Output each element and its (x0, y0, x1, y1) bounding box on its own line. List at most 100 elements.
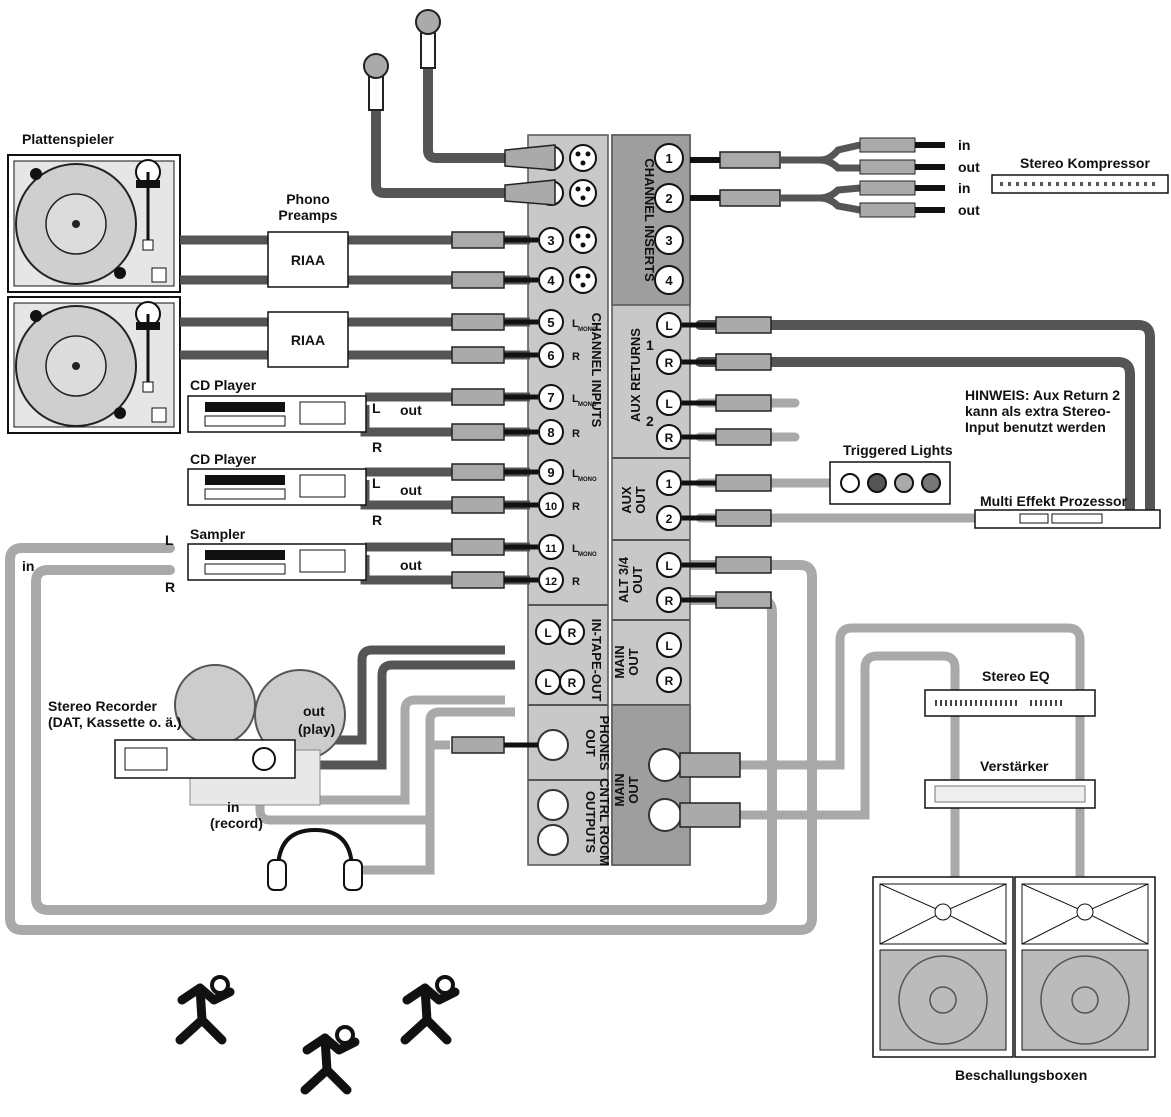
cd1-out: out (400, 402, 422, 418)
plug (451, 388, 505, 406)
jack-label: R (568, 676, 577, 690)
plug (719, 151, 781, 169)
input-side: L (572, 468, 579, 480)
riaa-label-1: RIAA (291, 252, 325, 268)
mono-label: MONO (578, 402, 597, 408)
main-out-jack[interactable]: R (656, 667, 682, 693)
dancer-icon (300, 1025, 360, 1095)
input-number: 8 (547, 425, 554, 440)
aux-return-jack[interactable]: R (656, 349, 682, 375)
jack-label: 1 (666, 477, 673, 491)
speakers (872, 876, 1156, 1058)
input-number: 9 (547, 465, 554, 480)
input-side: L (572, 543, 579, 555)
stereo-kompressor: in out in out Stereo Kompressor (690, 137, 1169, 218)
input-number: 3 (547, 233, 554, 248)
turntable-1 (7, 154, 181, 293)
aux-out-jack[interactable]: 2 (656, 505, 682, 531)
turntable-2 (7, 296, 181, 434)
label-main-out-big: MAINOUT (612, 773, 641, 806)
plug (679, 802, 741, 828)
plug (451, 271, 505, 289)
input-number: 7 (547, 390, 554, 405)
insert-number: 4 (665, 273, 673, 288)
tape-out-jack[interactable]: L (535, 669, 561, 695)
alt-out-jack[interactable]: L (656, 552, 682, 578)
input-number: 6 (547, 348, 554, 363)
aux-return-jack[interactable]: L (656, 312, 682, 338)
aux-out-jack[interactable]: 1 (656, 470, 682, 496)
plug (451, 463, 505, 481)
sampler-r: R (165, 579, 175, 595)
input-number: 12 (545, 576, 557, 588)
tape-in-jack[interactable]: R (559, 619, 585, 645)
channel-input-3[interactable]: 3 (538, 226, 597, 254)
jack-label: L (665, 397, 672, 411)
insert-jack-2[interactable]: 2 (654, 183, 684, 213)
plug (451, 538, 505, 556)
dancer-icon (400, 975, 460, 1045)
main-out-xlr-l[interactable] (648, 748, 682, 782)
input-side: L (572, 393, 579, 405)
input-number: 4 (547, 273, 555, 288)
input-side: L (572, 318, 579, 330)
jack-label: L (665, 319, 672, 333)
mono-label: MONO (578, 477, 597, 483)
triggered-lights: Triggered Lights (829, 442, 953, 505)
tape-out-jack[interactable]: R (559, 669, 585, 695)
plug (451, 736, 505, 754)
plug (715, 316, 772, 334)
input-side: R (572, 428, 580, 440)
mixer-panel: CHANNEL INPUTS CHANNEL INSERTS AUX RETUR… (527, 134, 691, 866)
mono-label: MONO (578, 327, 597, 333)
label-aux-ret-2: 2 (646, 413, 654, 429)
insert-jack-1[interactable]: 1 (654, 143, 684, 173)
phones-jack[interactable] (537, 729, 569, 761)
label-ctrl-room: CNTRL ROOMOUTPUTS (583, 778, 612, 866)
turntables: Plattenspieler (7, 131, 181, 434)
microphones (363, 9, 556, 206)
rack-devices: CD Player L out R CD Player L out R Samp… (22, 377, 422, 595)
rec-out-label: out(play) (298, 703, 335, 737)
xlr-jack[interactable] (569, 266, 597, 294)
ctrl-room-jack-r[interactable] (537, 824, 569, 856)
tape-in-jack[interactable]: L (535, 619, 561, 645)
alt-out-jack[interactable]: R (656, 587, 682, 613)
insert-number: 1 (665, 151, 672, 166)
insert-jack-4[interactable]: 4 (654, 265, 684, 295)
xlr-jack[interactable] (569, 226, 597, 254)
stereo-kompressor-label: Stereo Kompressor (1020, 155, 1150, 171)
insert-jack-3[interactable]: 3 (654, 225, 684, 255)
plug (715, 556, 772, 574)
input-number: 10 (545, 501, 557, 513)
cable-plugs (451, 151, 781, 828)
label-aux-returns: AUX RETURNS (628, 328, 643, 422)
ctrl-room-jack-l[interactable] (537, 789, 569, 821)
cd-player-1-label: CD Player (190, 377, 257, 393)
input-number: 11 (545, 543, 557, 555)
aux-return-jack[interactable]: L (656, 390, 682, 416)
main-out-xlr-r[interactable] (648, 798, 682, 832)
channel-input-4[interactable]: 4 (538, 266, 597, 294)
jack-label: L (665, 559, 672, 573)
insert-number: 2 (665, 191, 672, 206)
xlr-jack[interactable] (569, 179, 597, 207)
jack-label: R (568, 626, 577, 640)
xlr-jack[interactable] (569, 144, 597, 172)
multi-effekt-prozessor: Multi Effekt Prozessor (974, 493, 1161, 529)
rec-in-label: in(record) (210, 799, 263, 831)
aux-return-jack[interactable]: R (656, 424, 682, 450)
label-aux-ret-1: 1 (646, 337, 654, 353)
main-out-jack[interactable]: L (656, 632, 682, 658)
